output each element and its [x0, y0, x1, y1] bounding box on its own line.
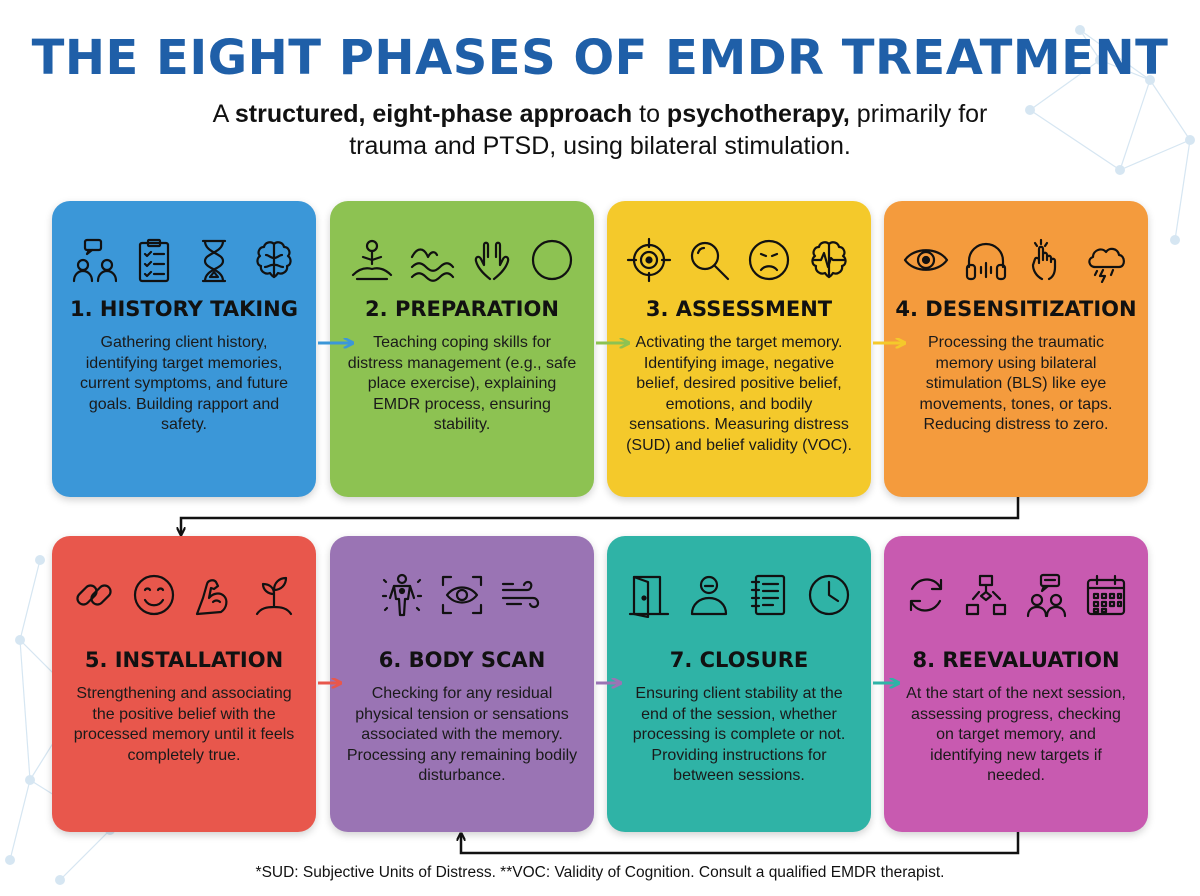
- phase-icons: [884, 570, 1148, 620]
- page-subtitle: A structured, eight-phase approach to ps…: [212, 100, 988, 160]
- waves-icon: [410, 248, 455, 282]
- clipboard-checklist-icon: [138, 238, 170, 283]
- phase-description: At the start of the next session, assess…: [906, 685, 1126, 784]
- page-title: THE EIGHT PHASES OF EMDR TREATMENT: [31, 30, 1169, 86]
- phase-title: 3. ASSESSMENT: [645, 297, 833, 321]
- storm-cloud-icon: [1088, 247, 1125, 283]
- flowchart-icon: [965, 574, 1007, 616]
- phase-icons: [52, 235, 316, 285]
- phase-icons: [884, 235, 1148, 285]
- phase-description: Gathering client history, identifying ta…: [79, 334, 289, 433]
- hourglass-icon: [201, 239, 227, 283]
- phase-card-1: 1. HISTORY TAKING Gathering client histor…: [52, 201, 316, 497]
- phase-title: 1. HISTORY TAKING: [70, 297, 298, 321]
- eye-scan-icon: [441, 575, 483, 615]
- clock-icon: [808, 574, 850, 616]
- phase-icons: [330, 235, 594, 285]
- footnote: *SUD: Subjective Units of Distress. **VO…: [255, 864, 945, 881]
- phase-title: 7. CLOSURE: [669, 648, 809, 672]
- flexed-arm-icon: [195, 579, 228, 616]
- chain-link-icon: [76, 584, 112, 606]
- phase-card-8: 8. REEVALUATION At the start of the next …: [884, 536, 1148, 832]
- phase-card-2: 2. PREPARATION Teaching coping skills for…: [330, 201, 594, 497]
- phase-title: 4. DESENSITIZATION: [895, 297, 1137, 321]
- phase-icons: [52, 570, 316, 620]
- target-icon: [626, 237, 672, 283]
- phase-icons: [607, 570, 871, 620]
- headphones-icon: [965, 242, 1007, 281]
- phase-description: Checking for any residual physical tensi…: [346, 685, 578, 784]
- phase-title: 5. INSTALLATION: [84, 648, 284, 672]
- phase-card-7: 7. CLOSURE Ensuring client stability at t…: [607, 536, 871, 832]
- sad-face-icon: [748, 239, 790, 281]
- open-door-icon: [628, 575, 670, 618]
- refresh-cycle-icon: [909, 578, 943, 612]
- phase-icons: [330, 570, 594, 620]
- notebook-icon: [750, 574, 786, 616]
- conversation-icon: [72, 238, 117, 283]
- smile-icon: [133, 574, 175, 616]
- phase-card-3: 3. ASSESSMENT Activating the target memor…: [607, 201, 871, 497]
- meditation-icon: [351, 239, 393, 281]
- calendar-icon: [1086, 574, 1126, 616]
- phase-icons: [607, 235, 871, 285]
- phase-card-6: 6. BODY SCAN Checking for any residual ph…: [330, 536, 594, 832]
- hands-icon: [474, 241, 510, 281]
- phase-description: Strengthening and associating the positi…: [73, 685, 295, 764]
- phase-card-5: 5. INSTALLATION Strengthening and associa…: [52, 536, 316, 832]
- brain-icon: [256, 241, 292, 279]
- eye-icon: [903, 249, 949, 271]
- phase-title: 8. REEVALUATION: [912, 648, 1120, 672]
- sprout-icon: [255, 576, 293, 616]
- phase-description: Ensuring client stability at the end of …: [632, 685, 846, 784]
- wind-icon: [501, 580, 540, 609]
- body-scan-icon: [381, 573, 423, 617]
- tapping-hand-icon: [1031, 238, 1057, 281]
- phase-title: 6. BODY SCAN: [378, 648, 546, 672]
- phase-description: Processing the traumatic memory using bi…: [919, 334, 1113, 433]
- phase-title: 2. PREPARATION: [365, 297, 559, 321]
- brain-wave-icon: [811, 241, 847, 279]
- phase-description: Activating the target memory. Identifyin…: [626, 334, 852, 454]
- calm-person-icon: [690, 575, 728, 616]
- circle-icon: [531, 239, 573, 281]
- discussion-icon: [1026, 573, 1067, 618]
- phase-card-4: 4. DESENSITIZATION Processing the traumat…: [884, 201, 1148, 497]
- phase-description: Teaching coping skills for distress mana…: [347, 334, 577, 433]
- magnifier-icon: [690, 241, 730, 281]
